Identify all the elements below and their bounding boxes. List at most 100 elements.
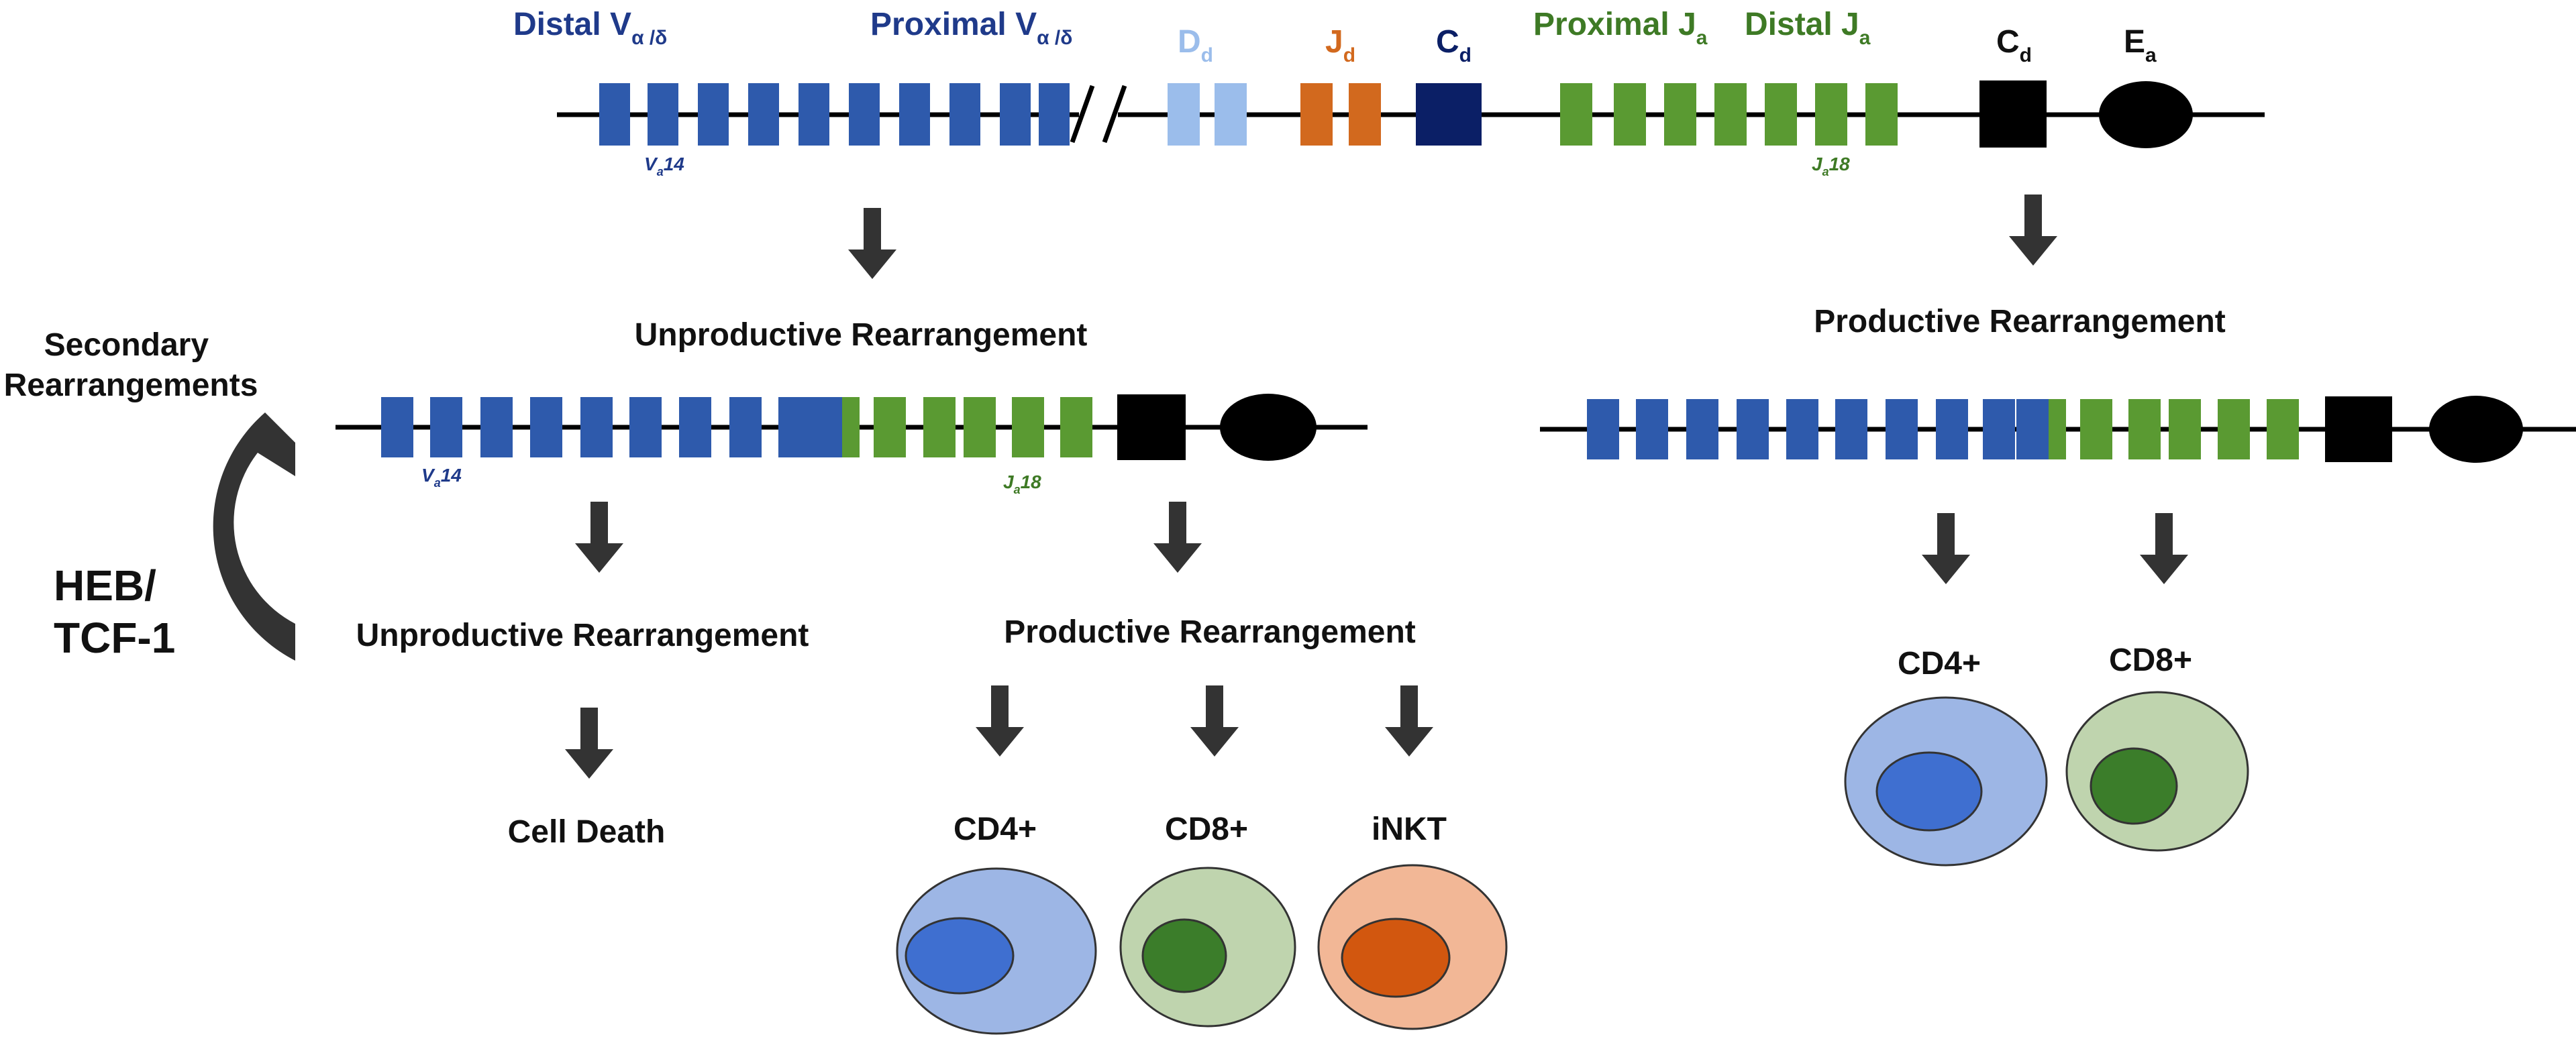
cell-nucleus — [905, 917, 1015, 995]
inkt-cell — [1317, 864, 1508, 1030]
fused-j-half — [2049, 399, 2066, 459]
j-segment — [1012, 397, 1044, 457]
arrow-down-icon — [575, 502, 623, 573]
left-j-segments — [874, 397, 1092, 457]
right-cd4-cell — [1844, 696, 2048, 867]
locus-break-mark-right — [1102, 85, 1127, 144]
v-segment — [899, 83, 930, 146]
v-segment — [1737, 399, 1769, 459]
right-v-segments — [1587, 399, 2015, 459]
v-segment — [798, 83, 829, 146]
v-segment — [580, 397, 613, 457]
j-segment — [2128, 399, 2161, 459]
cell-death-label: Cell Death — [508, 814, 666, 850]
j-segment — [1664, 83, 1696, 146]
right-c-alpha-segment — [2325, 396, 2392, 462]
j-segment — [2080, 399, 2112, 459]
v-segment — [629, 397, 662, 457]
distal-v-segments — [599, 83, 1070, 146]
top-germline-locus: Distal Vα /δ Proximal Vα /δ Dd Jd Cd Pro… — [513, 7, 2265, 178]
v-segment — [778, 397, 811, 457]
right-branch: Productive Rearrangement C — [1540, 304, 2576, 867]
fused-v-half — [810, 397, 843, 457]
v-segment — [1039, 83, 1070, 146]
j-segment — [1815, 83, 1847, 146]
v-segment — [949, 83, 980, 146]
left-branch: Unproductive Rearrangement Va14 J — [4, 317, 1508, 1035]
productive-rearrangement-right-title: Productive Rearrangement — [1814, 304, 2226, 339]
j-segment — [1765, 83, 1797, 146]
inkt-label: iNKT — [1372, 812, 1447, 847]
jd-segment — [1300, 83, 1333, 146]
distal-j-label: Distal Ja — [1745, 7, 1871, 49]
j-segment — [923, 397, 956, 457]
c-alpha-label: Cd — [1996, 24, 2032, 66]
dd-segment — [1215, 83, 1247, 146]
j-segment — [1614, 83, 1646, 146]
v-segment — [849, 83, 880, 146]
j-segment — [874, 397, 906, 457]
arrow-down-icon — [976, 685, 1024, 757]
j-segment — [1060, 397, 1092, 457]
v-segment — [698, 83, 729, 146]
unproductive-rearrangement-title: Unproductive Rearrangement — [635, 317, 1088, 353]
e-alpha-label: Ea — [2124, 24, 2157, 66]
va14-label: Va14 — [644, 154, 684, 178]
e-alpha-enhancer — [2099, 81, 2193, 148]
right-j-segments — [2080, 399, 2299, 459]
v-segment — [599, 83, 630, 146]
v-segment — [729, 397, 762, 457]
cell-nucleus — [2090, 747, 2178, 825]
arrow-down-icon — [2009, 195, 2057, 266]
j-segment — [2218, 399, 2250, 459]
dd-segment — [1168, 83, 1200, 146]
secondary-rearrangement-curved-arrow — [213, 412, 295, 661]
right-fused-vj-segment — [2016, 399, 2066, 459]
fused-v-half — [2016, 399, 2050, 459]
j-segment — [1560, 83, 1592, 146]
v-segment — [530, 397, 562, 457]
c-alpha-segment — [1979, 80, 2047, 148]
unproductive-rearrangement-2-title: Unproductive Rearrangement — [356, 618, 809, 653]
left-c-alpha-segment — [1117, 394, 1186, 460]
v-segment — [1835, 399, 1867, 459]
left-cd4-label: CD4+ — [954, 812, 1037, 847]
right-e-alpha-enhancer — [2429, 396, 2523, 463]
v-segment — [480, 397, 513, 457]
j-segment — [1714, 83, 1747, 146]
j-segment — [1865, 83, 1898, 146]
v-segment — [648, 83, 678, 146]
left-e-alpha-enhancer — [1220, 394, 1317, 461]
arrow-down-icon — [1385, 685, 1433, 757]
left-v-segments — [381, 397, 811, 457]
v-segment — [381, 397, 413, 457]
right-cd8-label: CD8+ — [2109, 643, 2192, 678]
cell-nucleus — [1875, 751, 1983, 832]
left-ja18-label: Ja18 — [1003, 472, 1041, 496]
v-segment — [1983, 399, 2015, 459]
v-segment — [1886, 399, 1918, 459]
heb-tcf1-label: HEB/ TCF-1 — [54, 561, 175, 662]
jd-segment — [1349, 83, 1381, 146]
v-segment — [430, 397, 462, 457]
dd-segments — [1168, 83, 1247, 146]
v-segment — [748, 83, 779, 146]
v-segment — [1686, 399, 1718, 459]
v-segment — [1936, 399, 1968, 459]
j-segment — [964, 397, 996, 457]
j-alpha-segments — [1560, 83, 1898, 146]
cd-label: Cd — [1436, 24, 1472, 66]
proximal-j-label: Proximal Ja — [1533, 7, 1708, 49]
ja18-label: Ja18 — [1812, 154, 1850, 178]
jd-label: Jd — [1325, 24, 1355, 66]
arrow-down-icon — [565, 708, 613, 779]
arrow-down-icon — [1153, 502, 1202, 573]
right-cd4-label: CD4+ — [1898, 646, 1981, 681]
v-segment — [1636, 399, 1668, 459]
distal-v-label: Distal Vα /δ — [513, 7, 667, 49]
locus-break-mark-left — [1070, 85, 1095, 144]
dd-label: Dd — [1178, 24, 1213, 66]
proximal-v-label: Proximal Vα /δ — [870, 7, 1072, 49]
fused-j-half — [842, 397, 860, 457]
